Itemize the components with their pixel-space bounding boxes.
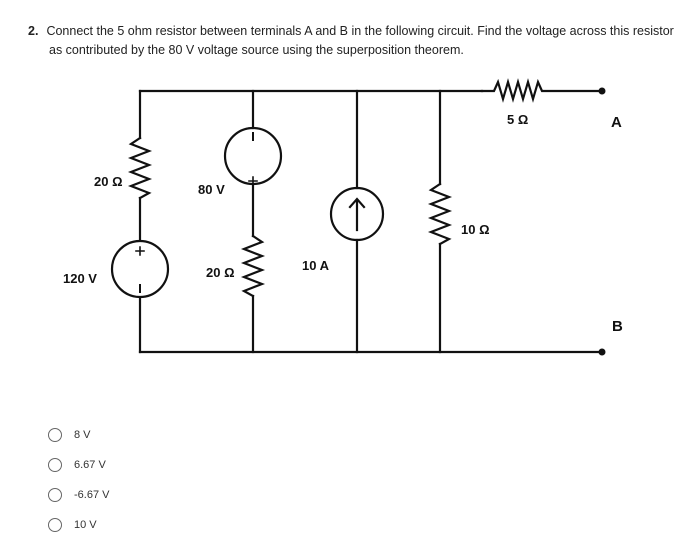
radio-button[interactable] — [48, 428, 62, 442]
voltage-source-120v — [110, 239, 170, 299]
question-line-2: as contributed by the 80 V voltage sourc… — [49, 43, 464, 57]
option-4[interactable]: 10 V — [48, 510, 109, 540]
radio-button[interactable] — [48, 458, 62, 472]
resistor-right-10-ohm — [427, 182, 453, 246]
option-label: 6.67 V — [74, 459, 106, 471]
label-i-src: 10 A — [302, 258, 330, 273]
option-3[interactable]: -6.67 V — [48, 480, 109, 510]
plus-mark-120v — [135, 246, 145, 256]
label-r-mid: 20 Ω — [206, 265, 235, 280]
resistor-left-20-ohm — [127, 136, 153, 200]
label-terminal-a: A — [611, 114, 622, 131]
resistor-mid-20-ohm — [240, 234, 266, 298]
terminal-a-dot — [598, 87, 606, 95]
option-1[interactable]: 8 V — [48, 420, 109, 450]
option-label: 10 V — [74, 519, 97, 531]
current-source-10a — [329, 186, 385, 242]
radio-button[interactable] — [48, 488, 62, 502]
option-2[interactable]: 6.67 V — [48, 450, 109, 480]
question-text: 2. Connect the 5 ohm resistor between ter… — [28, 22, 688, 60]
radio-button[interactable] — [48, 518, 62, 532]
label-v-mid: 80 V — [198, 182, 225, 197]
current-arrow-icon — [348, 197, 366, 232]
option-label: -6.67 V — [74, 489, 110, 501]
question-line-1: Connect the 5 ohm resistor between termi… — [46, 24, 674, 38]
question-number: 2. — [28, 24, 39, 38]
label-r-left: 20 Ω — [94, 174, 123, 189]
label-r-top: 5 Ω — [507, 112, 528, 127]
option-label: 8 V — [74, 429, 91, 441]
plus-mark-80v — [248, 176, 258, 186]
circuit-diagram: 5 Ω A B 20 Ω 120 V 80 V 20 Ω 10 A 10 Ω — [63, 78, 623, 356]
label-r-right: 10 Ω — [461, 222, 490, 237]
answer-options: 8 V 6.67 V -6.67 V 10 V — [48, 420, 109, 540]
label-terminal-b: B — [612, 318, 623, 335]
resistor-5-ohm — [480, 78, 602, 103]
terminal-b-dot — [598, 348, 606, 356]
label-v-left: 120 V — [63, 271, 97, 286]
